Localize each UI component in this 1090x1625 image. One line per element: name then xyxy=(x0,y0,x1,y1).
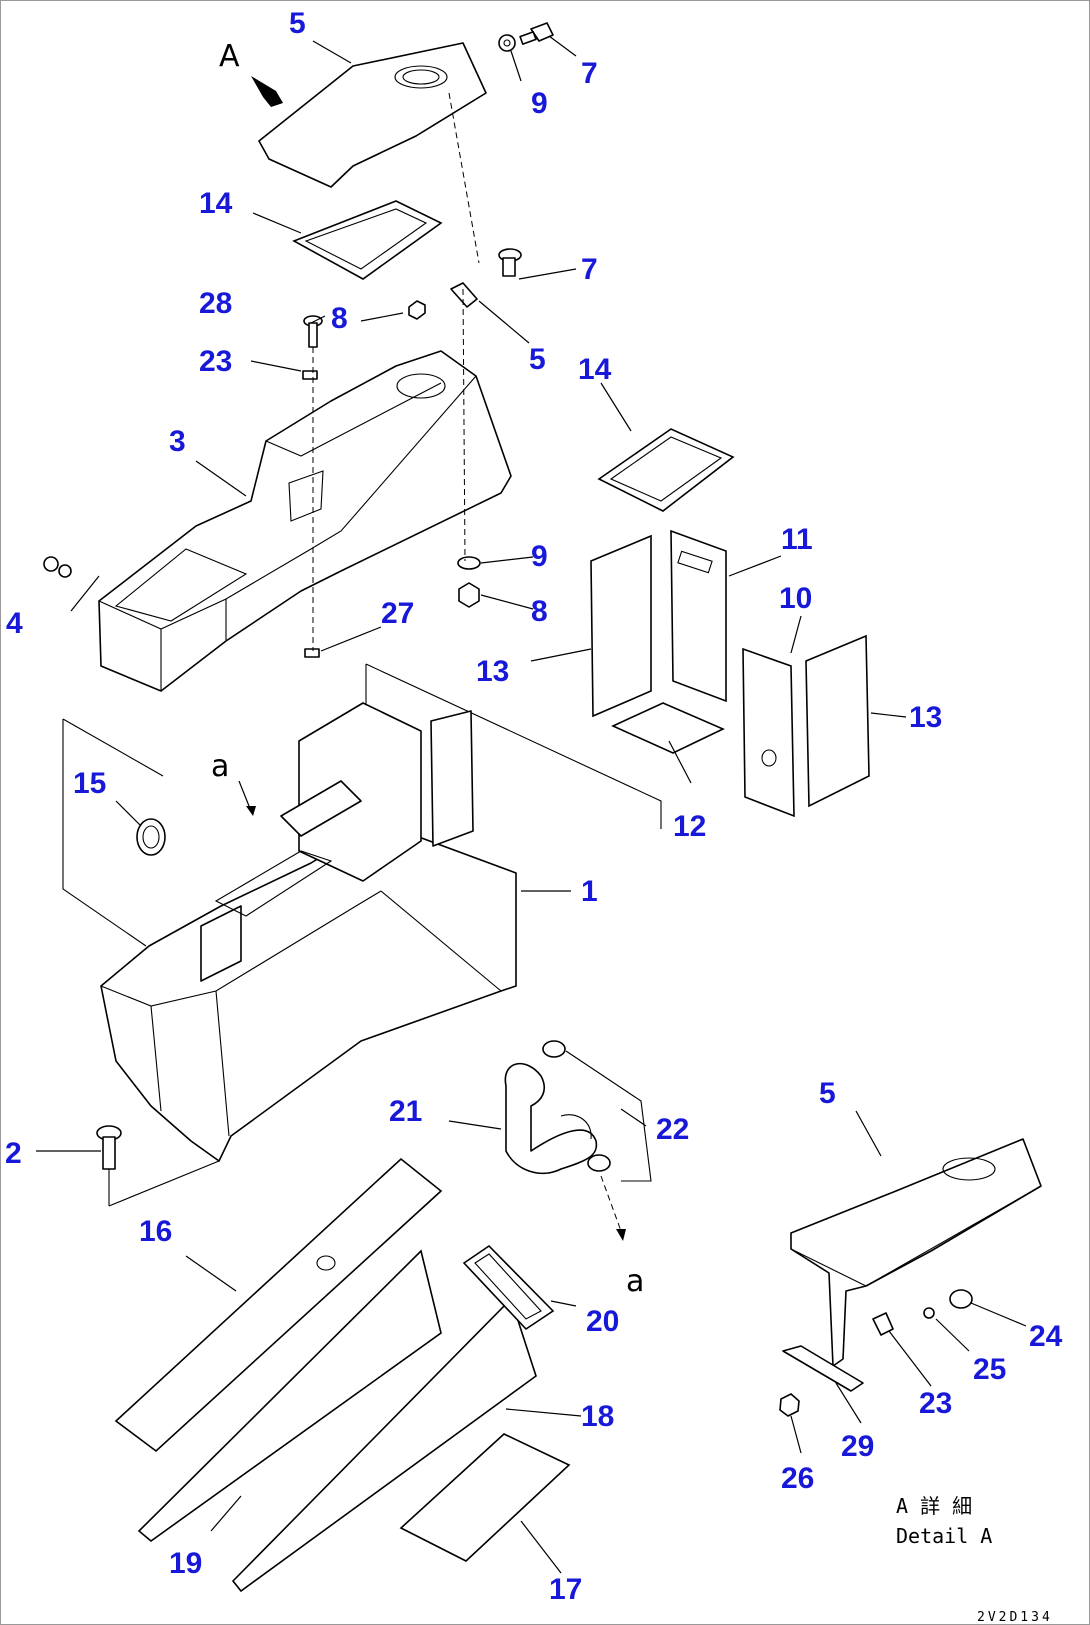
nut-icon xyxy=(408,300,426,320)
view-arrow-a: A xyxy=(219,39,283,107)
side-plate-left xyxy=(590,534,652,718)
console-cover-part xyxy=(98,350,512,692)
callout-4: 4 xyxy=(6,607,23,640)
callout-17: 17 xyxy=(549,1573,582,1606)
svg-text:a: a xyxy=(626,1264,644,1299)
callout-10: 10 xyxy=(779,582,812,615)
bolt-icon xyxy=(498,248,522,277)
callout-20: 20 xyxy=(586,1305,619,1338)
callout-24: 24 xyxy=(1029,1320,1063,1353)
callout-12: 12 xyxy=(673,810,706,843)
washer-icon xyxy=(304,648,320,658)
callout-3: 3 xyxy=(169,425,186,458)
callout-1: 1 xyxy=(581,875,598,908)
washer-icon xyxy=(457,556,481,570)
view-arrow-a-console: a xyxy=(211,749,256,816)
detail-a-cover xyxy=(790,1138,1042,1367)
callout-13: 13 xyxy=(476,655,509,688)
screw-icon xyxy=(303,315,323,348)
sheet-19 xyxy=(137,1249,442,1543)
clip-fastener-icon xyxy=(43,556,72,578)
washer-icon xyxy=(302,370,318,380)
callout-14: 14 xyxy=(199,187,233,220)
side-plate-center xyxy=(670,529,727,703)
callout-16: 16 xyxy=(139,1215,172,1248)
callout-14: 14 xyxy=(578,353,612,386)
sheet-17 xyxy=(399,1433,571,1562)
sheet-18 xyxy=(231,1297,537,1593)
callout-27: 27 xyxy=(381,597,414,630)
bolt-icon xyxy=(96,1125,122,1170)
top-cover-part xyxy=(258,42,487,188)
callout-22: 22 xyxy=(656,1113,689,1146)
callout-19: 19 xyxy=(169,1547,202,1580)
callout-6: 5 xyxy=(529,343,546,376)
nut-icon xyxy=(458,582,480,608)
gasket-20 xyxy=(462,1244,555,1331)
callout-5-detail: 5 xyxy=(819,1077,836,1110)
bracket-part xyxy=(450,282,478,308)
callout-23: 23 xyxy=(199,345,232,378)
svg-text:a: a xyxy=(211,749,229,784)
callout-21: 21 xyxy=(389,1095,422,1128)
bottom-plate xyxy=(611,702,725,754)
drawing-number: 2V2D134 xyxy=(977,1610,1053,1625)
svg-text:A: A xyxy=(219,39,240,74)
view-arrow-a-duct: a xyxy=(600,1175,644,1299)
callout-13: 13 xyxy=(909,701,942,734)
callout-7: 7 xyxy=(581,57,598,90)
callout-8: 8 xyxy=(531,595,548,628)
callout-28: 28 xyxy=(199,287,232,320)
duct-hose-part xyxy=(504,1040,611,1175)
mat-16 xyxy=(114,1157,443,1453)
detail-caption-jp: A 詳 細 xyxy=(896,1494,972,1518)
callout-5: 5 xyxy=(289,7,306,40)
rubber-plug-icon xyxy=(136,818,166,856)
callout-9: 9 xyxy=(531,87,548,120)
callout-23: 23 xyxy=(919,1387,952,1420)
callout-29: 29 xyxy=(841,1430,874,1463)
callout-9: 9 xyxy=(531,540,548,573)
gasket-right xyxy=(597,428,735,512)
callout-18: 18 xyxy=(581,1400,614,1433)
side-plate-small xyxy=(742,647,795,818)
callout-2: 2 xyxy=(5,1137,22,1170)
callout-11: 11 xyxy=(781,523,813,556)
callout-25: 25 xyxy=(973,1353,1006,1386)
bolt-icon xyxy=(519,22,554,45)
washer-icon xyxy=(498,34,516,52)
callout-8: 8 xyxy=(331,302,348,335)
bolt-icon xyxy=(872,1289,973,1336)
side-plate-right xyxy=(805,634,870,808)
nut-icon xyxy=(779,1393,800,1417)
gasket-top xyxy=(292,200,443,280)
detail-pin-part xyxy=(782,1345,864,1392)
callout-7: 7 xyxy=(581,253,598,286)
callout-26: 26 xyxy=(781,1462,814,1495)
detail-caption-en: Detail A xyxy=(896,1524,992,1548)
console-body-part xyxy=(62,663,662,1162)
callout-15: 15 xyxy=(73,767,106,800)
